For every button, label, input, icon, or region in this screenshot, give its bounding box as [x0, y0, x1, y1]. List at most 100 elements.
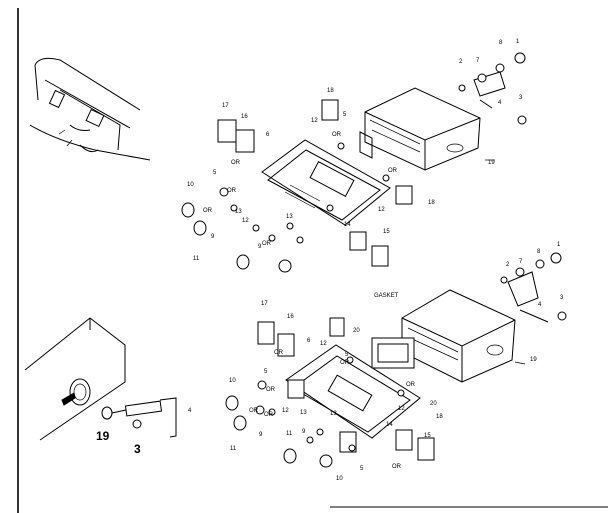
callout: 8: [499, 40, 503, 46]
callout: 15: [424, 433, 431, 439]
callout: 1: [557, 242, 561, 248]
callout: 10: [336, 476, 343, 482]
callout: 17: [261, 301, 268, 307]
gasket-18-bottom: [329, 317, 345, 337]
gasket-label: GASKET: [374, 293, 399, 299]
radio-chassis-top: [359, 87, 481, 171]
top-assembly: 1 2 3 4 5 5 6 7 8 9 9 10 11 12 12 12 13 …: [181, 39, 527, 273]
callout: 9: [258, 244, 262, 250]
callout: 9: [259, 432, 263, 438]
gasket-18b-top: [395, 185, 413, 205]
callout: 12: [242, 218, 249, 224]
callout: OR: [249, 408, 259, 414]
callout: 20: [430, 401, 437, 407]
callout: 15: [383, 229, 390, 235]
callout: 12: [320, 341, 327, 347]
callout: OR: [227, 188, 237, 194]
callout: 11: [193, 256, 200, 262]
gasket-18-top: [321, 99, 339, 121]
callout: 12: [282, 408, 289, 414]
gasket-15b-bottom: [417, 437, 435, 461]
callout: 12: [398, 406, 405, 412]
callout: 3: [519, 95, 523, 101]
callout: 19: [530, 357, 537, 363]
callout: 18: [428, 200, 435, 206]
callout: 20: [353, 328, 360, 334]
callout: 12: [311, 118, 318, 124]
callout: 7: [519, 259, 523, 265]
callout: 9: [302, 429, 306, 435]
knob-11-top: [193, 220, 207, 236]
callout: OR: [203, 208, 213, 214]
callout: 2: [506, 262, 510, 268]
callout-19: 19: [96, 429, 110, 443]
callout: 5: [264, 369, 268, 375]
knob-11b-bottom: [283, 448, 297, 464]
knob-10b-bottom: [319, 454, 333, 468]
faceplate-bottom: [285, 344, 421, 439]
callout: 7: [476, 58, 480, 64]
callout: 5: [360, 466, 364, 472]
callout: OR: [262, 241, 272, 247]
callout: 14: [344, 222, 351, 228]
callout: OR: [392, 464, 402, 470]
callout: 16: [287, 314, 294, 320]
callout: 6: [266, 132, 270, 138]
callout: 17: [222, 103, 229, 109]
callout: OR: [406, 382, 416, 388]
callout: 11: [286, 431, 293, 437]
gasket-14-top: [349, 231, 367, 251]
knob-10-top: [181, 202, 195, 218]
bottom-assembly: GASKET 1 2 3 4 5 5 5 6 7 8 9 9 10 10 11 …: [225, 242, 567, 482]
gasket-16-top: [235, 129, 255, 153]
callout: 18: [436, 414, 443, 420]
callout: 13: [235, 209, 242, 215]
callout: 13: [300, 410, 307, 416]
callout: OR: [274, 350, 284, 356]
callout: 11: [230, 446, 237, 452]
callout-3: 3: [134, 442, 141, 456]
gasket-15-top: [371, 245, 389, 267]
callout: 3: [560, 295, 564, 301]
callout: 10: [229, 378, 236, 384]
knob-11b-top: [236, 254, 250, 270]
callout: 5: [343, 112, 347, 118]
callout: OR: [231, 160, 241, 166]
callout: 8: [537, 249, 541, 255]
gasket-16-bottom: [277, 333, 295, 357]
gasket-15-bottom: [395, 429, 413, 451]
gasket-17-bottom: [257, 321, 275, 345]
callout: 2: [459, 59, 463, 65]
callout: 19: [488, 160, 495, 166]
callout: 12: [378, 207, 385, 213]
faceplate-top: [261, 139, 391, 226]
callout: 14: [386, 422, 393, 428]
knob-10b-top: [278, 259, 292, 273]
knob-11-bottom: [233, 415, 247, 431]
gasket-6-bottom: [287, 379, 305, 399]
callout: OR: [388, 168, 398, 174]
callout: OR: [340, 360, 350, 366]
callout: 5: [345, 352, 349, 358]
callout: OR: [266, 387, 276, 393]
callout: 4: [498, 100, 502, 106]
callout: 13: [286, 214, 293, 220]
callout: 16: [241, 114, 248, 120]
callout: 4: [538, 302, 542, 308]
inset-bottom-left: 19 3 4: [24, 317, 192, 456]
radio-chassis-bottom: [371, 289, 516, 383]
callout: 10: [187, 182, 194, 188]
callout: 1: [516, 39, 520, 45]
callout: 9: [211, 234, 215, 240]
callout: 13: [330, 411, 337, 417]
callout: 18: [327, 88, 334, 94]
callout: OR: [264, 412, 274, 418]
callout: 6: [307, 338, 311, 344]
knob-10-bottom: [225, 395, 239, 411]
callout: OR: [332, 132, 342, 138]
inset-top-left: [29, 57, 151, 161]
callout: 5: [213, 170, 217, 176]
gasket-17-top: [217, 119, 237, 143]
callout-4: 4: [188, 408, 192, 414]
